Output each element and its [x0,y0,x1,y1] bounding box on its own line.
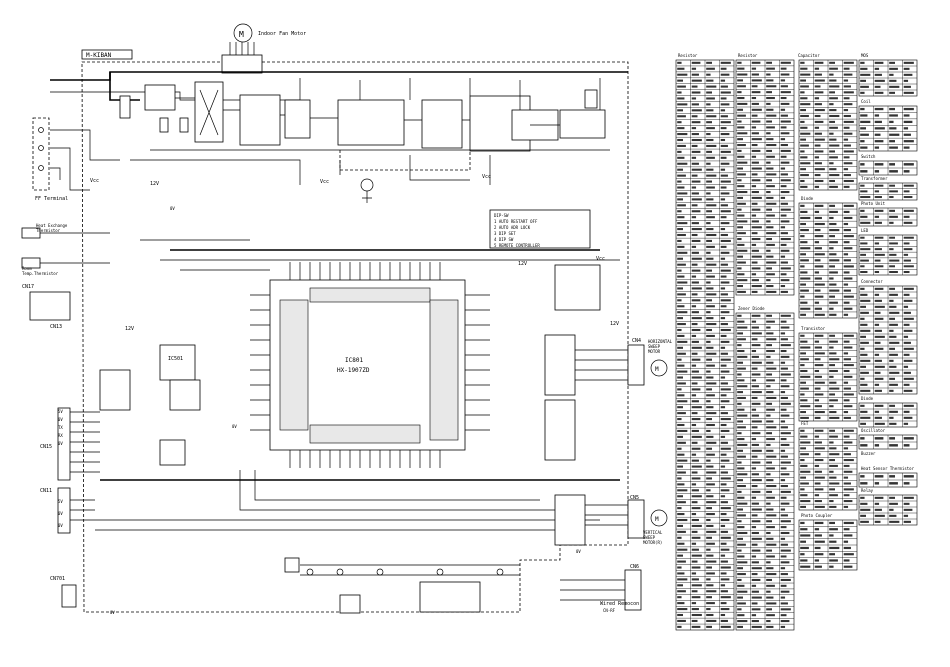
cn15-terminal [57,407,71,481]
table-switch-title: Switch [861,154,876,159]
dip-sw-5: 5 REMOTE CONTROLLER [494,243,540,248]
switching-regulator [337,99,405,146]
vcc-label-2: Vcc [320,179,329,185]
dip-sw-title: DIP-SW [494,213,509,218]
indoor-fan-motor-symbol [233,23,253,43]
zero-v-4: 0V [110,610,115,615]
v12-label-4: 12V [125,326,134,332]
zero-v-2: 0V [232,424,237,429]
ff-terminal-block [32,117,50,191]
board-label: M-KIBAN [86,52,112,59]
pin-0v-4: 0V [58,523,63,528]
vert-motor-label-3: MOTOR(R) [643,540,662,545]
ic501 [159,344,196,381]
table-capacitor-title: Capacitor [798,53,820,58]
vert-motor-label-1: VERTICAL [643,530,663,535]
cn17-label: CN17 [22,284,34,290]
cn5-label: CN6 [630,564,639,570]
table-resistor-title-2: Resistor [738,53,758,58]
cn17-block [29,291,71,321]
dip-sw-2: 2 AUTO ADR LOCK [494,225,531,230]
heat-exchange-label-1: Heat Exchange [36,223,68,228]
table-fet-title: FET [801,421,809,426]
zero-v-1: 0V [170,206,175,211]
horizontal-driver [544,334,576,396]
table-resistor-title-1: Resistor [678,53,698,58]
pin-0v-3: 0V [58,511,63,516]
table-transformer-title: Transformer [861,176,888,181]
cn3-label: CN4 [632,338,641,344]
table-photo-coupler-title: Photo Coupler [801,513,833,518]
horiz-motor-label-2: SWEEP [648,344,661,349]
cn11-label: CN11 [40,488,52,494]
cn701-label: CN701 [50,576,65,582]
ic801-ref: IC801 [345,357,363,364]
v12-label-1: 12V [150,181,159,187]
vertical-sweep-motor [650,509,668,527]
pin-5v-2: 5V [58,499,63,504]
vcc-label-1: Vcc [90,178,99,184]
vcc-label-3: Vcc [482,174,491,180]
vertical-driver [554,494,586,546]
horizontal-sweep-motor [650,359,668,377]
table-diode-title: Diode [861,396,874,401]
ic801-pins [250,262,490,468]
indoor-fan-motor-label: Indoor Fan Motor [258,31,306,37]
pin-0v: 0V [58,417,63,422]
cn-vertical [627,499,645,539]
table-zener-title: Zener Diode [738,306,765,311]
transistor-symbol [360,178,374,192]
cn-horizontal [627,344,645,386]
fan-motor-connector [221,54,263,74]
table-relay-title: Relay [861,488,874,493]
table-transistor-title: Transistor [801,326,826,331]
pin-tx: TX [58,425,63,430]
dip-sw-4: 4 DIP SW [494,237,514,242]
transformer-block [239,94,281,146]
board-label-box [81,49,133,60]
table-thermistor-title: Heat Sensor Thermistor [861,466,915,471]
room-temp-label-2: Temp.Thermistor [22,271,59,276]
wired-remocon-label: Wired Remocon [600,601,639,607]
pin-0v-2: 0V [58,441,63,446]
wired-remocon-cn: CN-RF [603,608,616,613]
vert-motor-label-2: SWEEP [643,535,656,540]
pin-5v: 5V [58,409,63,414]
pin-rx: RX [58,433,63,438]
cn11-terminal [57,487,71,534]
table-mos-title: MOS [861,53,869,58]
ic801-part: HX-1907ZD [337,367,370,374]
vertical-motor-m: M [655,516,659,523]
v12-label-2: 12V [518,261,527,267]
horiz-motor-label-1: HORIZONTAL [648,339,673,344]
cn4-label: CN5 [630,495,639,501]
ff-terminal-label: FF Terminal [35,196,68,202]
pcb-boundary [81,61,629,613]
table-photo-unit-title: Photo Unit [861,201,886,206]
dip-sw-1: 1 AUTO RESTART OFF [494,219,538,224]
cn701-block [61,584,77,608]
table-led-title: LED [861,228,869,233]
table-buzzer-title: Buzzer [861,451,876,456]
zero-v-3: 0V [576,549,581,554]
ic501-label: IC501 [168,356,183,362]
dip-sw-3: 3 DIP SET [494,231,516,236]
parts-tables: Resistor Resistor Capacitor MOS Coil Swi… [675,53,918,631]
table-connector-title: Connector [861,279,883,284]
table-coil-title: Coil [861,99,871,104]
cn13-label: CN13 [50,324,62,330]
horizontal-motor-m: M [655,366,659,373]
table-diode-sub-title: Diode [801,196,814,201]
v12-label-3: 12V [610,321,619,327]
horiz-motor-label-3: MOTOR [648,349,661,354]
vcc-label-4: Vcc [596,256,605,262]
room-temp-label-1: Room [22,266,32,271]
dip-switch-notes [489,209,591,249]
indoor-fan-motor-m: M [239,30,244,39]
table-oscillator-title: Oscillator [861,428,886,433]
heat-exchange-label-2: Thermistor [36,228,61,233]
fuse-block [144,84,176,111]
cn15-label: CN15 [40,444,52,450]
